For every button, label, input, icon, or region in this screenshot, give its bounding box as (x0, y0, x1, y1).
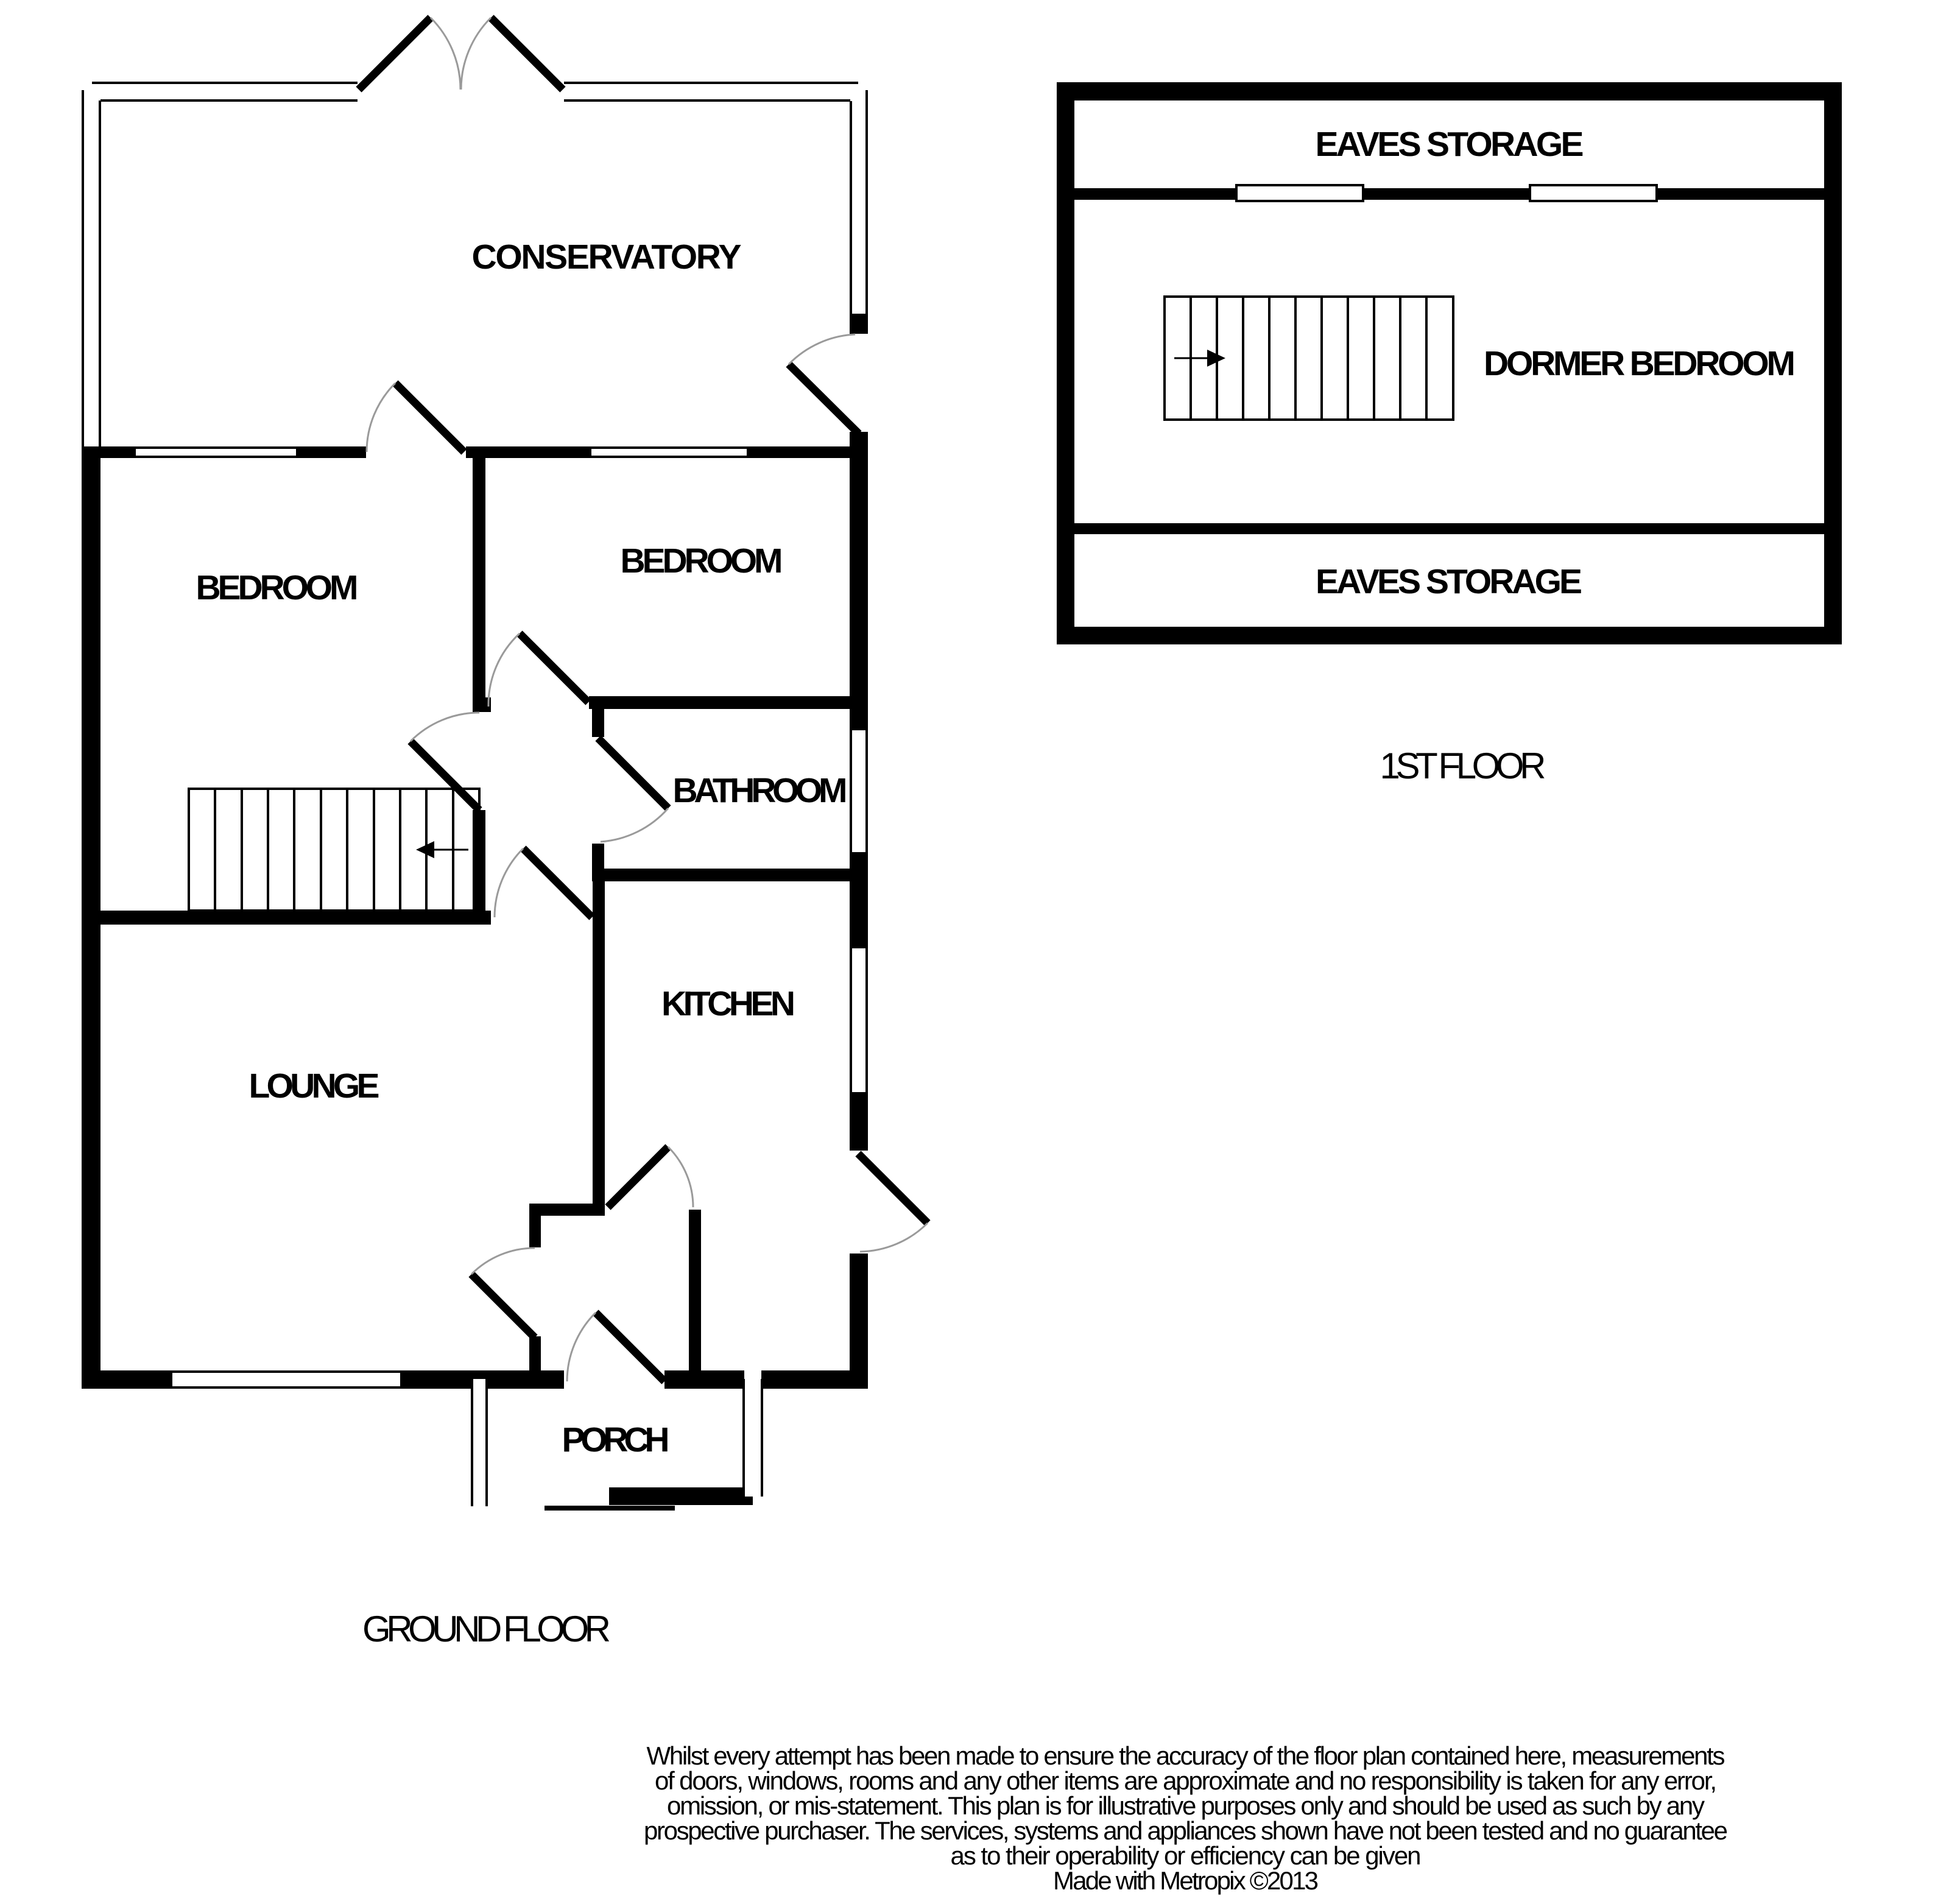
svg-text:Made with Metropix ©2013: Made with Metropix ©2013 (1053, 1866, 1319, 1895)
svg-text:EAVES STORAGE: EAVES STORAGE (1316, 125, 1584, 164)
svg-text:DORMER BEDROOM: DORMER BEDROOM (1484, 344, 1796, 383)
svg-text:1ST FLOOR: 1ST FLOOR (1380, 746, 1546, 786)
svg-text:omission, or mis-statement. Th: omission, or mis-statement. This plan is… (667, 1791, 1705, 1820)
svg-text:LOUNGE: LOUNGE (249, 1067, 380, 1105)
svg-text:PORCH: PORCH (562, 1420, 670, 1459)
svg-text:Whilst every attempt has been: Whilst every attempt has been made to en… (647, 1741, 1725, 1770)
svg-text:BEDROOM: BEDROOM (621, 541, 783, 580)
svg-text:as to their operability or eff: as to their operability or efficiency ca… (951, 1841, 1422, 1870)
svg-text:BEDROOM: BEDROOM (196, 568, 359, 607)
svg-text:CONSERVATORY: CONSERVATORY (472, 238, 742, 277)
svg-text:EAVES STORAGE: EAVES STORAGE (1316, 562, 1582, 601)
svg-text:BATHROOM: BATHROOM (673, 771, 848, 810)
svg-text:KITCHEN: KITCHEN (661, 984, 795, 1023)
svg-text:GROUND FLOOR: GROUND FLOOR (362, 1609, 611, 1649)
svg-text:of doors, windows, rooms and a: of doors, windows, rooms and any other i… (655, 1766, 1717, 1795)
svg-text:prospective purchaser. The ser: prospective purchaser. The services, sys… (644, 1816, 1728, 1845)
